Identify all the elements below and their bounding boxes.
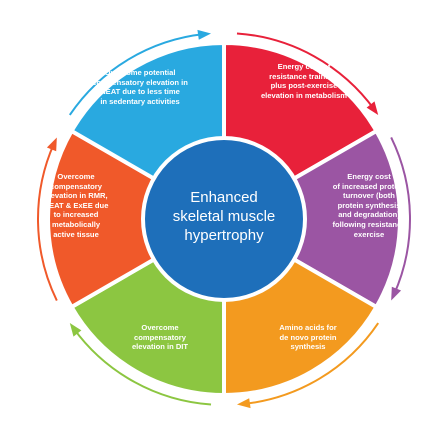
segment-line: Overcome [141, 323, 179, 332]
center-title-line: hypertrophy [184, 227, 264, 244]
segment-line: NEAT due to less time [100, 87, 180, 97]
cycle-arrow-left [37, 142, 58, 301]
segment-line: synthesis [290, 342, 326, 352]
segment-line: elevation in RMR, [44, 191, 108, 201]
cycle-arrow-top-left [68, 33, 205, 116]
segment-line: elevation in metabolism [260, 90, 348, 100]
arrowhead-icon [197, 29, 212, 40]
cycle-arrow-bottom-right [243, 322, 380, 405]
segment-line: elevation in DIT [131, 342, 189, 352]
segment-line: compensatory [134, 332, 186, 342]
center-title-line: skeletal muscle [172, 208, 276, 225]
segment-line: in sedentary activities [100, 96, 180, 106]
segment-line: Overcome potential [104, 68, 176, 77]
segment-left [46, 129, 226, 309]
segment-line: of increased protein [332, 181, 406, 191]
segment-line: following resistance [332, 219, 406, 229]
center-circle [141, 136, 307, 302]
arrowhead-icon [236, 398, 251, 409]
segment-line: plus post-exercise [270, 81, 338, 91]
arrowhead-icon [69, 323, 82, 337]
segment-line: Overcome [57, 172, 95, 181]
center-title: Enhanced skeletal muscle hypertrophy [154, 188, 294, 245]
segment-line: active tissue [53, 229, 99, 239]
segment-top-left-text: Overcome potential compensatory elevatio… [70, 68, 210, 106]
segment-line: compensatory elevation in [92, 77, 188, 87]
arrowhead-icon [391, 286, 402, 301]
segment-bottom-left-text: Overcome compensatory elevation in DIT [110, 323, 210, 352]
segment-right [222, 129, 402, 309]
segment-line: NEAT & ExEE due [43, 200, 109, 210]
segment-line: metabolically [51, 219, 101, 229]
cycle-arrow-right [390, 137, 411, 296]
segment-line: Energy cost of [277, 62, 331, 71]
segment-right-text: Energy cost of increased protein turnove… [314, 172, 424, 239]
segment-line: compensatory [50, 181, 102, 191]
segment-line: exercise [353, 229, 385, 239]
segment-top-right-text: Energy cost of resistance training, plus… [244, 62, 364, 100]
segment-line: and degradation) [338, 210, 400, 220]
cycle-arrow-bottom-left [72, 327, 212, 406]
arrowhead-icon [46, 137, 57, 152]
segment-line: resistance training, [269, 71, 339, 81]
segment-line: turnover (both [343, 191, 395, 201]
arrowhead-icon [366, 101, 379, 115]
segment-line: de novo protein [279, 332, 337, 342]
segment-bottom-right-text: Amino acids for de novo protein synthesi… [258, 323, 358, 352]
segment-line: to increased [53, 210, 99, 220]
segment-line: Amino acids for [279, 323, 337, 332]
segment-left-text: Overcome compensatory elevation in RMR, … [24, 172, 128, 239]
segment-line: protein synthesis [337, 200, 401, 210]
cycle-arrow-top-right [236, 32, 376, 111]
segment-line: Energy cost [347, 172, 391, 181]
center-title-line: Enhanced [190, 189, 258, 206]
